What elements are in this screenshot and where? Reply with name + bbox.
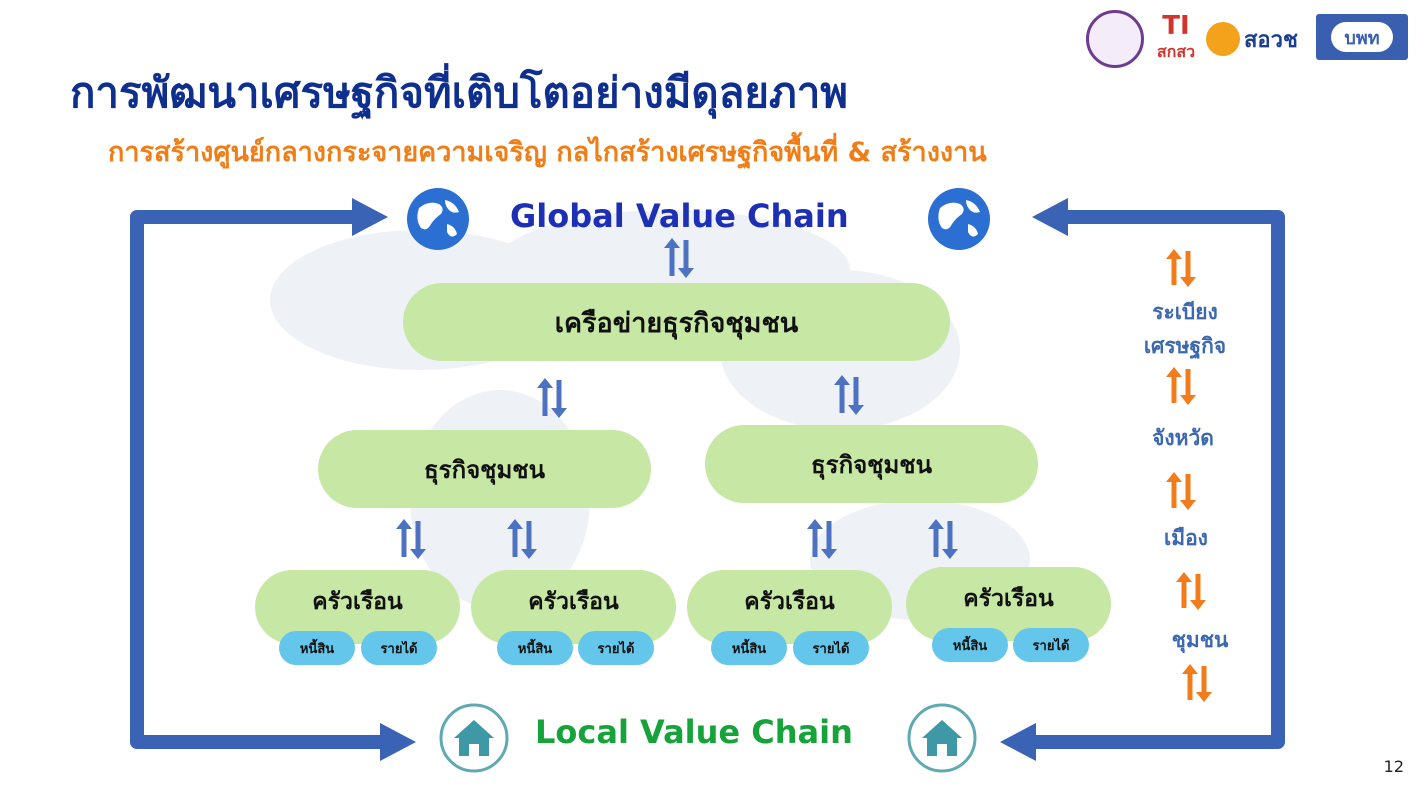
- house-icon: [907, 703, 977, 773]
- debt-chip: หนี้สิน: [497, 631, 573, 665]
- debt-chip: หนี้สิน: [932, 628, 1008, 662]
- side-label-corridor: ระเบียง: [1152, 300, 1218, 324]
- debt-chip: หนี้สิน: [279, 631, 355, 665]
- globe-icon: [407, 188, 469, 250]
- logo-pmua: บพท: [1316, 14, 1408, 60]
- global-value-chain-label: Global Value Chain: [510, 197, 849, 235]
- income-chip: รายได้: [361, 631, 437, 665]
- household-4: ครัวเรือน หนี้สิน รายได้: [906, 567, 1111, 662]
- page-subtitle: การสร้างศูนย์กลางกระจายความเจริญ กลไกสร้…: [108, 137, 987, 168]
- side-label-province: จังหวัด: [1152, 426, 1214, 450]
- household-3: ครัวเรือน หนี้สิน รายได้: [687, 570, 892, 665]
- income-chip: รายได้: [578, 631, 654, 665]
- page-number: 12: [1383, 757, 1404, 776]
- logo-seal: [1086, 10, 1144, 68]
- community-business-network: เครือข่ายธุรกิจชุมชน: [403, 283, 950, 361]
- logo-nxpo: สอวช: [1206, 14, 1306, 64]
- household-label: ครัวเรือน: [963, 586, 1054, 612]
- income-chip: รายได้: [793, 631, 869, 665]
- household-1: ครัวเรือน หนี้สิน รายได้: [255, 570, 460, 665]
- logo-tsri: ΤΙ สกสว: [1156, 11, 1196, 61]
- side-label-city: เมือง: [1164, 526, 1208, 550]
- community-business-left: ธุรกิจชุมชน: [318, 430, 651, 508]
- swap-arrows-icon: [396, 238, 958, 559]
- side-label-economic: เศรษฐกิจ: [1143, 334, 1227, 358]
- income-chip: รายได้: [1013, 628, 1089, 662]
- community-business-right: ธุรกิจชุมชน: [705, 425, 1038, 503]
- house-icon: [439, 703, 509, 773]
- household-label: ครัวเรือน: [312, 589, 403, 615]
- local-value-chain-label: Local Value Chain: [535, 713, 853, 751]
- side-label-community: ชุมชน: [1171, 628, 1229, 652]
- household-label: ครัวเรือน: [528, 589, 619, 615]
- globe-icon: [928, 188, 990, 250]
- debt-chip: หนี้สิน: [711, 631, 787, 665]
- household-label: ครัวเรือน: [744, 589, 835, 615]
- page-title: การพัฒนาเศรษฐกิจที่เติบโตอย่างมีดุลยภาพ: [70, 68, 848, 117]
- household-2: ครัวเรือน หนี้สิน รายได้: [471, 570, 676, 665]
